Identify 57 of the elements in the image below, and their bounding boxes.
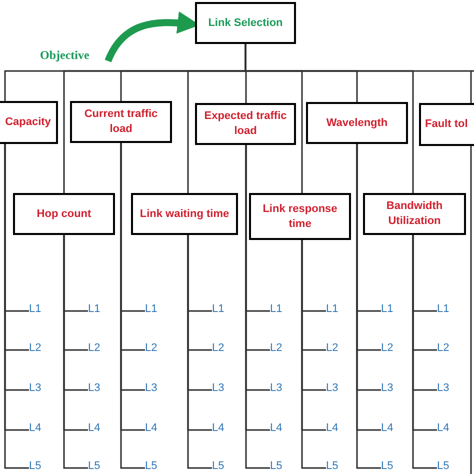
level-label: L5	[212, 459, 226, 473]
criterion-box: Current traffic load	[70, 101, 172, 143]
level-label: L1	[326, 302, 340, 316]
level-label: L4	[212, 421, 226, 435]
criterion-box: Capacity	[0, 101, 58, 144]
level-label: L2	[29, 341, 43, 355]
level-label: L3	[437, 381, 451, 395]
level-label: L5	[326, 459, 340, 473]
connector-line	[470, 146, 472, 474]
level-label: L1	[437, 302, 451, 316]
level-label: L4	[270, 421, 284, 435]
level-label: L4	[88, 421, 102, 435]
level-label: L3	[145, 381, 159, 395]
criterion-box: Fault tol	[419, 103, 474, 146]
level-label: L3	[326, 381, 340, 395]
level-label: L4	[381, 421, 395, 435]
level-label: L5	[381, 459, 395, 473]
level-label: L1	[88, 302, 102, 316]
level-label: L4	[326, 421, 340, 435]
level-label: L5	[437, 459, 451, 473]
level-label: L5	[88, 459, 102, 473]
level-label: L2	[212, 341, 226, 355]
criterion-box: Wavelength	[306, 102, 408, 144]
level-label: L3	[270, 381, 284, 395]
level-label: L5	[29, 459, 43, 473]
level-label: L3	[88, 381, 102, 395]
connector-line	[63, 235, 88, 469]
level-label: L1	[145, 302, 159, 316]
level-label: L1	[270, 302, 284, 316]
level-label: L5	[145, 459, 159, 473]
level-label: L2	[437, 341, 451, 355]
level-label: L3	[29, 381, 43, 395]
connector-line	[412, 235, 437, 469]
level-label: L2	[145, 341, 159, 355]
level-label: L4	[29, 421, 43, 435]
level-label: L5	[270, 459, 284, 473]
criterion-box: Link response time	[249, 193, 351, 240]
level-label: L2	[326, 341, 340, 355]
criterion-box: Bandwidth Utilization	[363, 193, 466, 235]
level-label: L2	[270, 341, 284, 355]
level-label: L1	[212, 302, 226, 316]
goal-box: Link Selection	[195, 2, 296, 44]
level-label: L2	[381, 341, 395, 355]
level-label: L4	[145, 421, 159, 435]
level-label: L4	[437, 421, 451, 435]
level-label: L3	[381, 381, 395, 395]
objective-label: Objective	[40, 47, 98, 63]
criterion-box: Expected traffic load	[195, 103, 296, 145]
connector-line	[301, 240, 326, 469]
criterion-box: Hop count	[13, 193, 115, 235]
criterion-box: Link waiting time	[131, 193, 238, 235]
level-label: L3	[212, 381, 226, 395]
connector-line	[244, 44, 472, 103]
connector-line	[187, 235, 212, 469]
level-label: L1	[381, 302, 395, 316]
level-label: L2	[88, 341, 102, 355]
level-label: L1	[29, 302, 43, 316]
